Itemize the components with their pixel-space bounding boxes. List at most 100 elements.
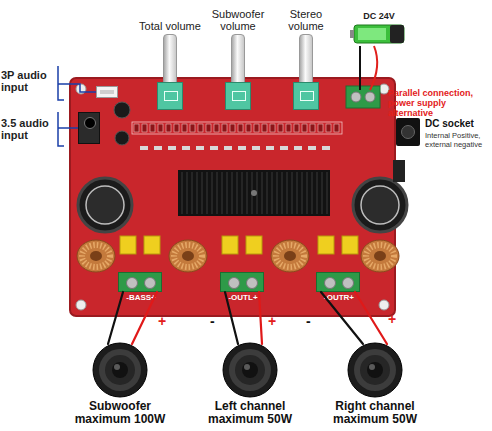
- capacitor-top: [86, 186, 124, 224]
- terminal-screw: [246, 277, 258, 289]
- node-label: -OUTL+: [213, 293, 273, 302]
- heatsink-fin: [326, 172, 327, 214]
- smd-part: [140, 146, 148, 150]
- volume-knob: Total volume: [157, 34, 183, 110]
- speaker-dustcap: [242, 362, 258, 378]
- speaker-cone: [360, 355, 390, 385]
- annotation-note: Parallel connection, power supply altern…: [388, 88, 490, 118]
- heatsink-fin: [236, 172, 237, 214]
- smd-part: [182, 146, 190, 150]
- dc-socket: DC socketInternal Positive, external neg…: [396, 118, 420, 146]
- heatsink-fin: [321, 172, 322, 214]
- node-label: -BASS+: [111, 293, 171, 302]
- smd-part: [238, 146, 246, 150]
- pcb-board: [70, 78, 395, 316]
- smd-part: [238, 124, 243, 132]
- speaker-cone: [235, 355, 265, 385]
- toroid-inductor: [169, 240, 207, 272]
- smd-part: [326, 124, 331, 132]
- heatsink-fin: [191, 172, 192, 214]
- node-label: Internal Positive, external negative: [425, 131, 492, 149]
- smd-part: [322, 146, 330, 150]
- smd-part: [158, 124, 163, 132]
- node-label: Total volume: [135, 20, 205, 32]
- polarity-sign: -: [210, 314, 215, 328]
- speaker-wire: [355, 292, 387, 344]
- smd-part: [278, 124, 283, 132]
- inductor-winding: [276, 245, 304, 267]
- connector-slot: [100, 90, 114, 94]
- pot-marking: [300, 91, 314, 101]
- polarity-sign: +: [158, 314, 166, 328]
- smd-part: [190, 124, 195, 132]
- speaker-surround: [99, 349, 141, 391]
- smd-row: [134, 124, 339, 150]
- speaker-dustcap: [112, 362, 128, 378]
- mounting-hole: [76, 300, 86, 310]
- speaker-graphic: [222, 342, 278, 398]
- smd-part: [254, 124, 259, 132]
- pot-marking: [164, 91, 178, 101]
- small-capacitor: [114, 102, 130, 118]
- terminal-screw: [365, 92, 375, 102]
- node-label: -OUTR+: [309, 293, 369, 302]
- smd-part: [224, 146, 232, 150]
- diode: [393, 160, 405, 182]
- heatsink-fin: [286, 172, 287, 214]
- polarity-sign: -: [306, 314, 311, 328]
- heatsink-screw: [251, 190, 257, 196]
- heatsink-fin: [231, 172, 232, 214]
- inductor-winding: [82, 245, 110, 267]
- terminal-screw: [351, 92, 361, 102]
- electrolytic-capacitor: [78, 178, 132, 232]
- node-label: Right channel maximum 50W: [325, 400, 425, 426]
- audio-jack: 3.5 audio input: [78, 112, 100, 144]
- smd-part: [196, 146, 204, 150]
- heatsink-fin: [186, 172, 187, 214]
- node-label: 3P audio input: [1, 69, 59, 93]
- battery-body: [354, 25, 404, 43]
- heatsink-fin: [211, 172, 212, 214]
- speaker-terminal: -BASS+: [118, 272, 162, 292]
- volume-knob: Subwoofer volume: [225, 34, 251, 110]
- smd-part: [134, 124, 139, 132]
- speaker-surround: [354, 349, 396, 391]
- heatsink-fin: [281, 172, 282, 214]
- smd-part: [214, 124, 219, 132]
- smd-part: [262, 124, 267, 132]
- smd-part: [286, 124, 291, 132]
- toroid-inductor: [271, 240, 309, 272]
- speaker-rim: [93, 343, 147, 397]
- heatsink-fin: [291, 172, 292, 214]
- smd-part: [206, 124, 211, 132]
- silkscreen-outline: [132, 122, 342, 134]
- heatsink-fin: [276, 172, 277, 214]
- node-label: DC socket: [425, 118, 491, 129]
- speaker: Left channel maximum 50W: [222, 342, 278, 398]
- inductor-core: [90, 251, 102, 261]
- heatsink-fin: [181, 172, 182, 214]
- heatsink-fin: [301, 172, 302, 214]
- speaker-cone: [105, 355, 135, 385]
- smd-part: [174, 124, 179, 132]
- heatsink-fin: [261, 172, 262, 214]
- smd-part: [318, 124, 323, 132]
- knob-shaft: [231, 34, 245, 84]
- speaker-wire: [259, 292, 262, 344]
- power-wire: [359, 46, 361, 90]
- heatsink-fin: [296, 172, 297, 214]
- potentiometer-body: [157, 82, 183, 110]
- speaker-terminal: -OUTL+: [220, 272, 264, 292]
- volume-knob: Stereo volume: [293, 34, 319, 110]
- battery: DC 24V: [350, 22, 408, 46]
- smd-part: [142, 124, 147, 132]
- smd-part: [150, 124, 155, 132]
- power-wire: [370, 46, 377, 90]
- heatsink-fin: [246, 172, 247, 214]
- speaker-highlight: [369, 364, 375, 370]
- film-capacitor: [120, 236, 136, 254]
- smd-part: [270, 124, 275, 132]
- smd-part: [210, 146, 218, 150]
- heatsink-fin: [206, 172, 207, 214]
- smd-part: [280, 146, 288, 150]
